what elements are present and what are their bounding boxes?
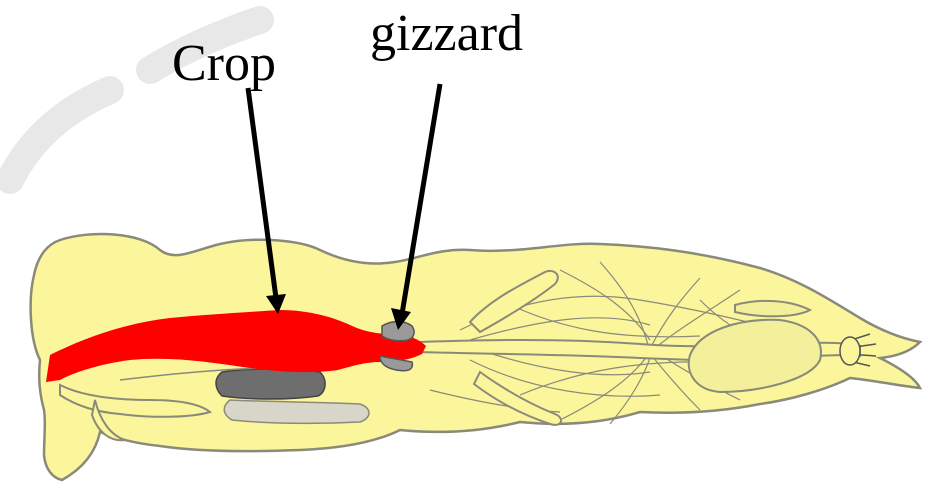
crop-label: Crop	[172, 38, 276, 90]
gizzard-label: gizzard	[370, 8, 523, 60]
